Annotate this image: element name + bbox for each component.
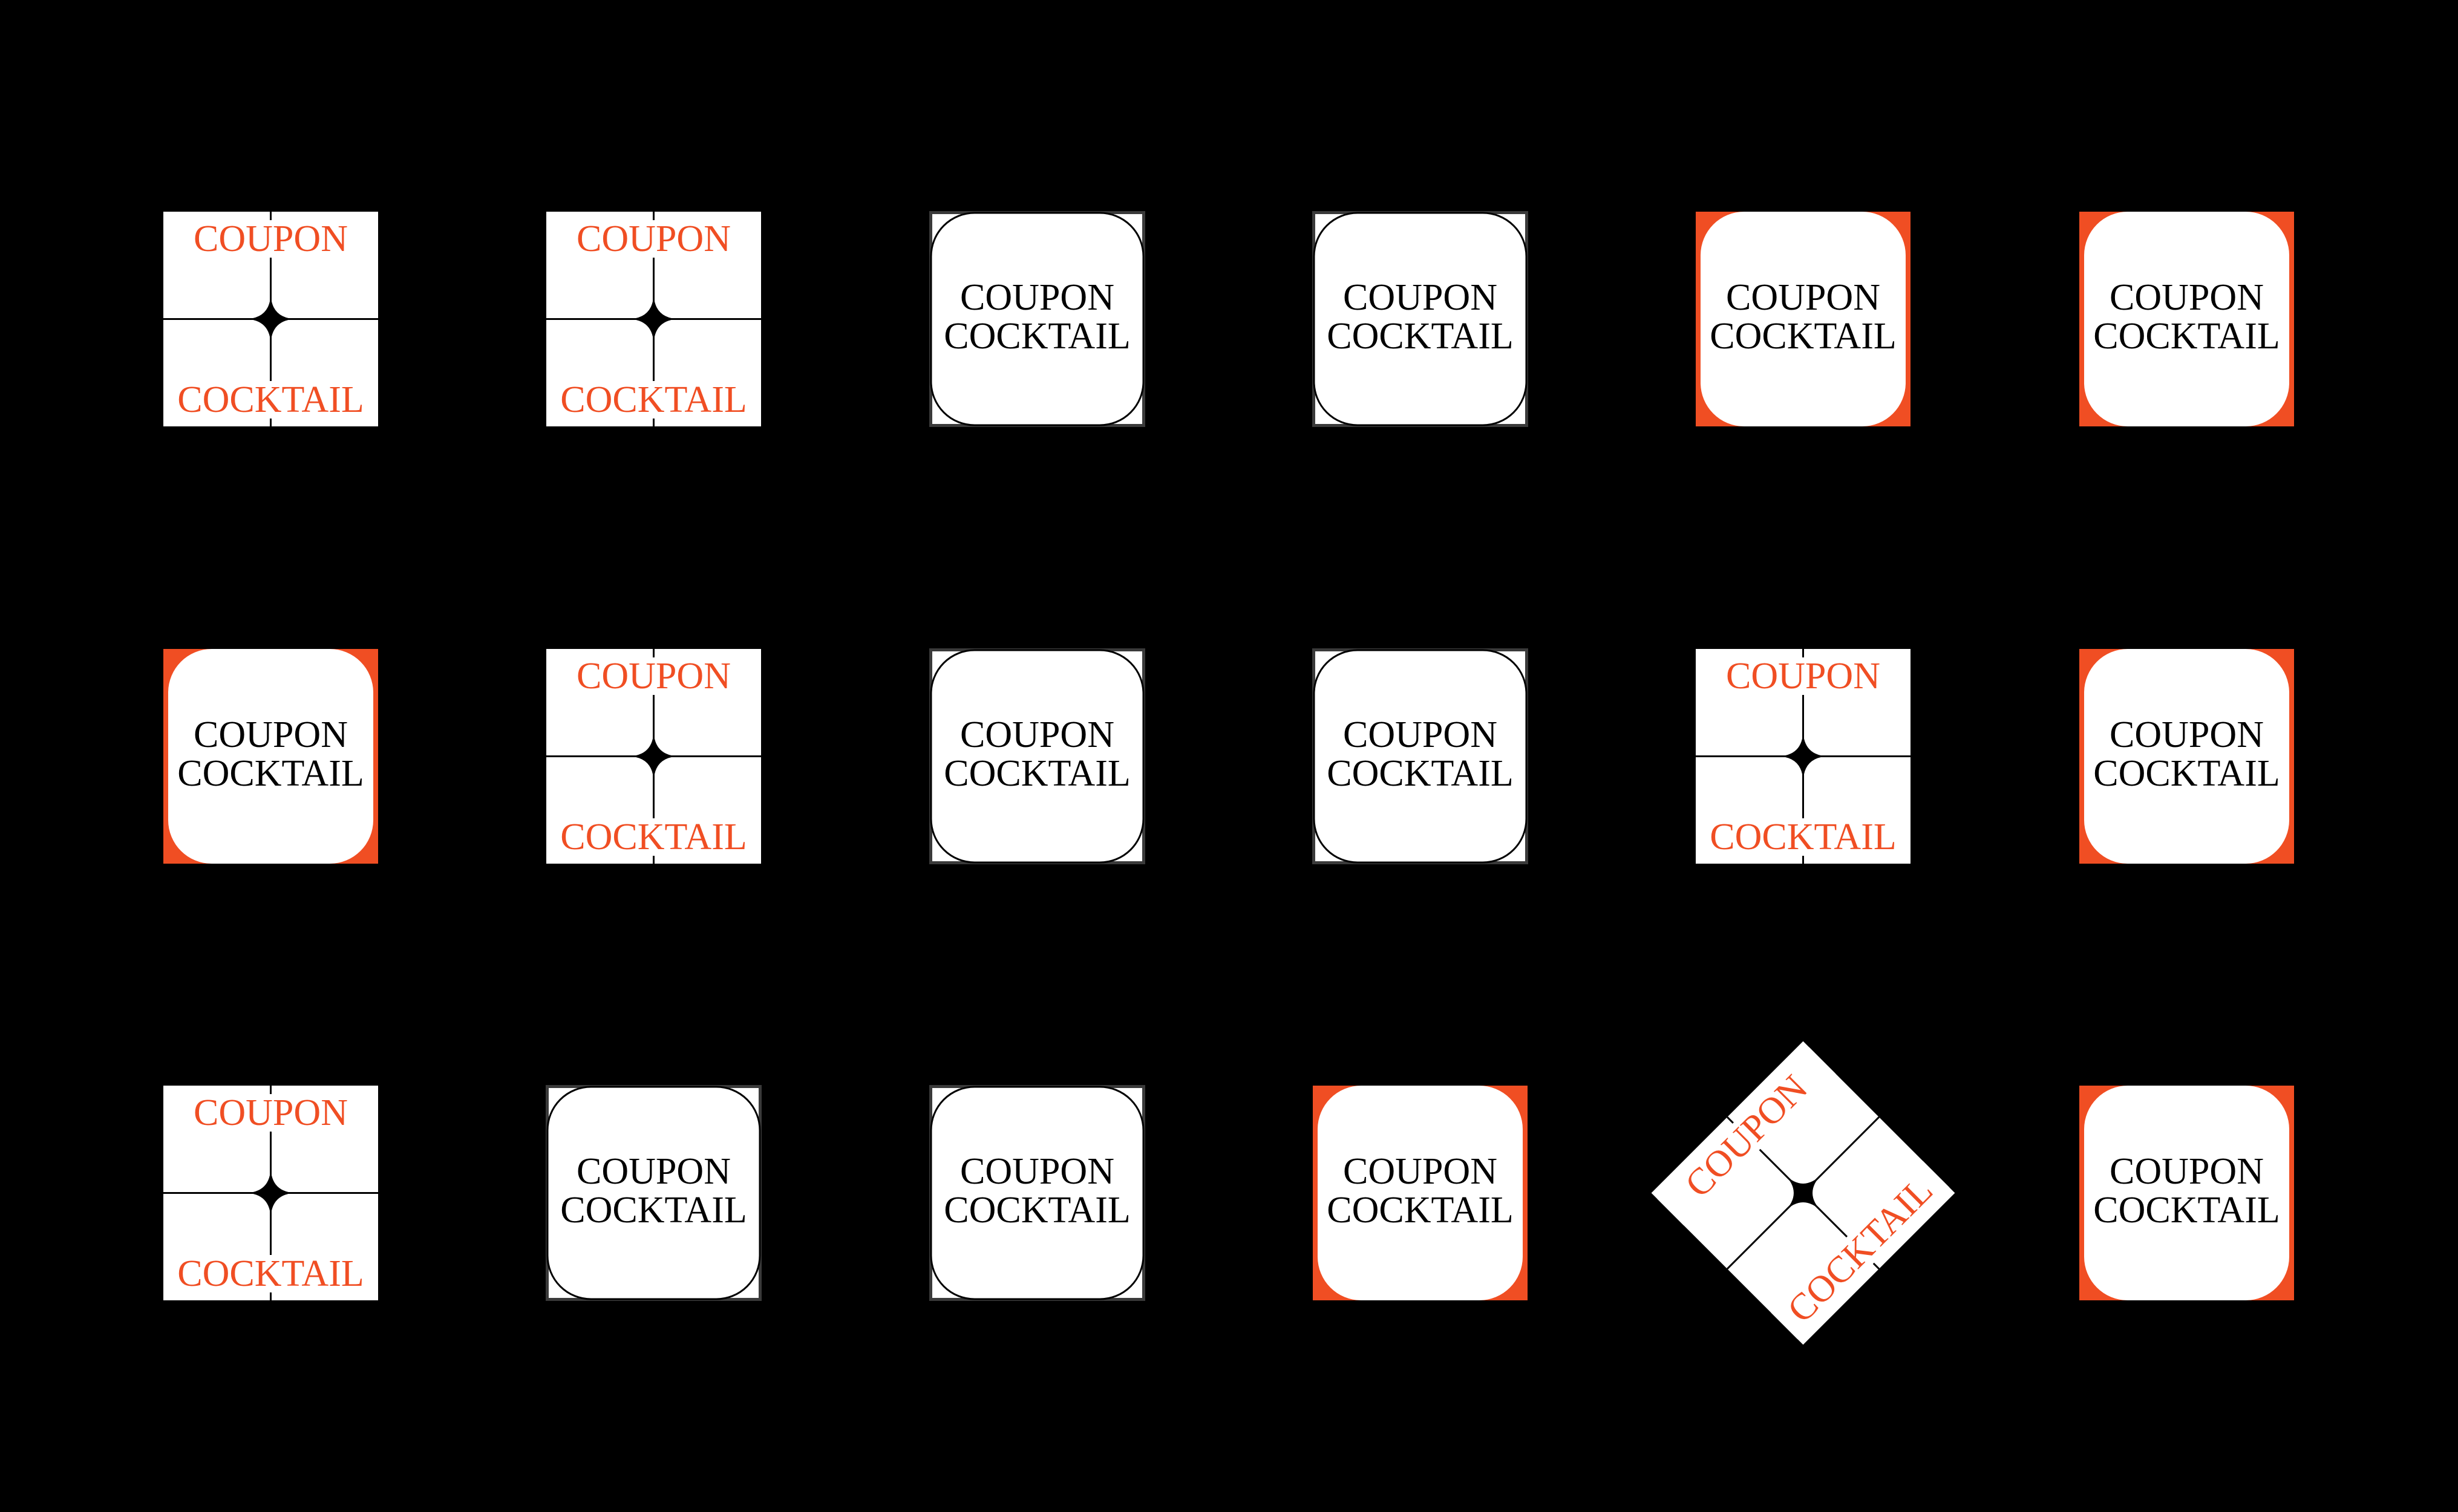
logo-tile-cross: COUPON COCKTAIL [546, 212, 761, 426]
rounded-square-white [2084, 1086, 2289, 1300]
four-point-star-icon [244, 1166, 298, 1220]
wordmark-line-cocktail: COCKTAIL [2093, 1190, 2280, 1231]
wordmark-line-cocktail: COCKTAIL [1327, 1190, 1514, 1231]
wordmark-line-cocktail: COCKTAIL [1696, 818, 1911, 856]
wordmark-line-cocktail: COCKTAIL [177, 753, 364, 794]
rounded-square-outline [930, 649, 1145, 864]
wordmark-line-cocktail: COCKTAIL [546, 381, 761, 419]
wordmark-line-coupon: COUPON [1343, 714, 1497, 755]
wordmark-line-coupon: COUPON [2110, 714, 2264, 755]
wordmark-line-coupon: COUPON [1696, 657, 1911, 695]
four-point-star-icon [1784, 1174, 1822, 1212]
four-point-star-icon [244, 292, 298, 346]
rounded-square-white [1701, 212, 1906, 426]
wordmark-line-coupon: COUPON [2110, 277, 2264, 318]
wordmark-line-cocktail: COCKTAIL [2093, 753, 2280, 794]
rounded-square-outline [546, 1086, 761, 1300]
wordmark-line-coupon: COUPON [546, 657, 761, 695]
wordmark-line-cocktail: COCKTAIL [546, 818, 761, 856]
wordmark-line-coupon: COUPON [960, 1151, 1114, 1192]
wordmark-line-cocktail: COCKTAIL [1710, 316, 1897, 357]
wordmark-line-cocktail: COCKTAIL [560, 1190, 747, 1231]
wordmark-line-coupon: COUPON [163, 1094, 378, 1132]
logo-tile-cross: COUPON COCKTAIL [163, 212, 378, 426]
wordmark-line-coupon: COUPON [1343, 1151, 1497, 1192]
four-point-star-icon [627, 292, 681, 346]
wordmark-line-coupon: COUPON [960, 714, 1114, 755]
four-point-star-icon [627, 729, 681, 783]
wordmark-line-coupon: COUPON [1726, 277, 1880, 318]
logo-tile-cross: COUPON COCKTAIL [546, 649, 761, 864]
wordmark-line-cocktail: COCKTAIL [163, 1255, 378, 1292]
wordmark-line-cocktail: COCKTAIL [1327, 316, 1514, 357]
wordmark-line-coupon: COUPON [577, 1151, 731, 1192]
wordmark-line-cocktail: COCKTAIL [163, 381, 378, 419]
wordmark-line-coupon: COUPON [163, 220, 378, 258]
wordmark-line-coupon: COUPON [546, 220, 761, 258]
rounded-square-white [168, 649, 373, 864]
logo-tile-cross: COUPON COCKTAIL [163, 1086, 378, 1300]
rounded-square-white [2084, 212, 2289, 426]
rounded-square-white [2084, 649, 2289, 864]
rounded-square-outline [930, 1086, 1145, 1300]
logo-tile-cross: COUPON COCKTAIL [1696, 649, 1911, 864]
rounded-square-outline [930, 212, 1145, 426]
wordmark-line-coupon: COUPON [194, 714, 348, 755]
wordmark-line-cocktail: COCKTAIL [944, 753, 1131, 794]
four-point-star-icon [1776, 729, 1830, 783]
rounded-square-outline [1313, 212, 1528, 426]
wordmark-line-coupon: COUPON [2110, 1151, 2264, 1192]
wordmark-line-cocktail: COCKTAIL [2093, 316, 2280, 357]
rounded-square-white [1318, 1086, 1523, 1300]
wordmark-line-cocktail: COCKTAIL [944, 316, 1131, 357]
wordmark-line-coupon: COUPON [960, 277, 1114, 318]
wordmark-line-cocktail: COCKTAIL [1327, 753, 1514, 794]
wordmark-line-cocktail: COCKTAIL [944, 1190, 1131, 1231]
wordmark-line-coupon: COUPON [1343, 277, 1497, 318]
rounded-square-outline [1313, 649, 1528, 864]
